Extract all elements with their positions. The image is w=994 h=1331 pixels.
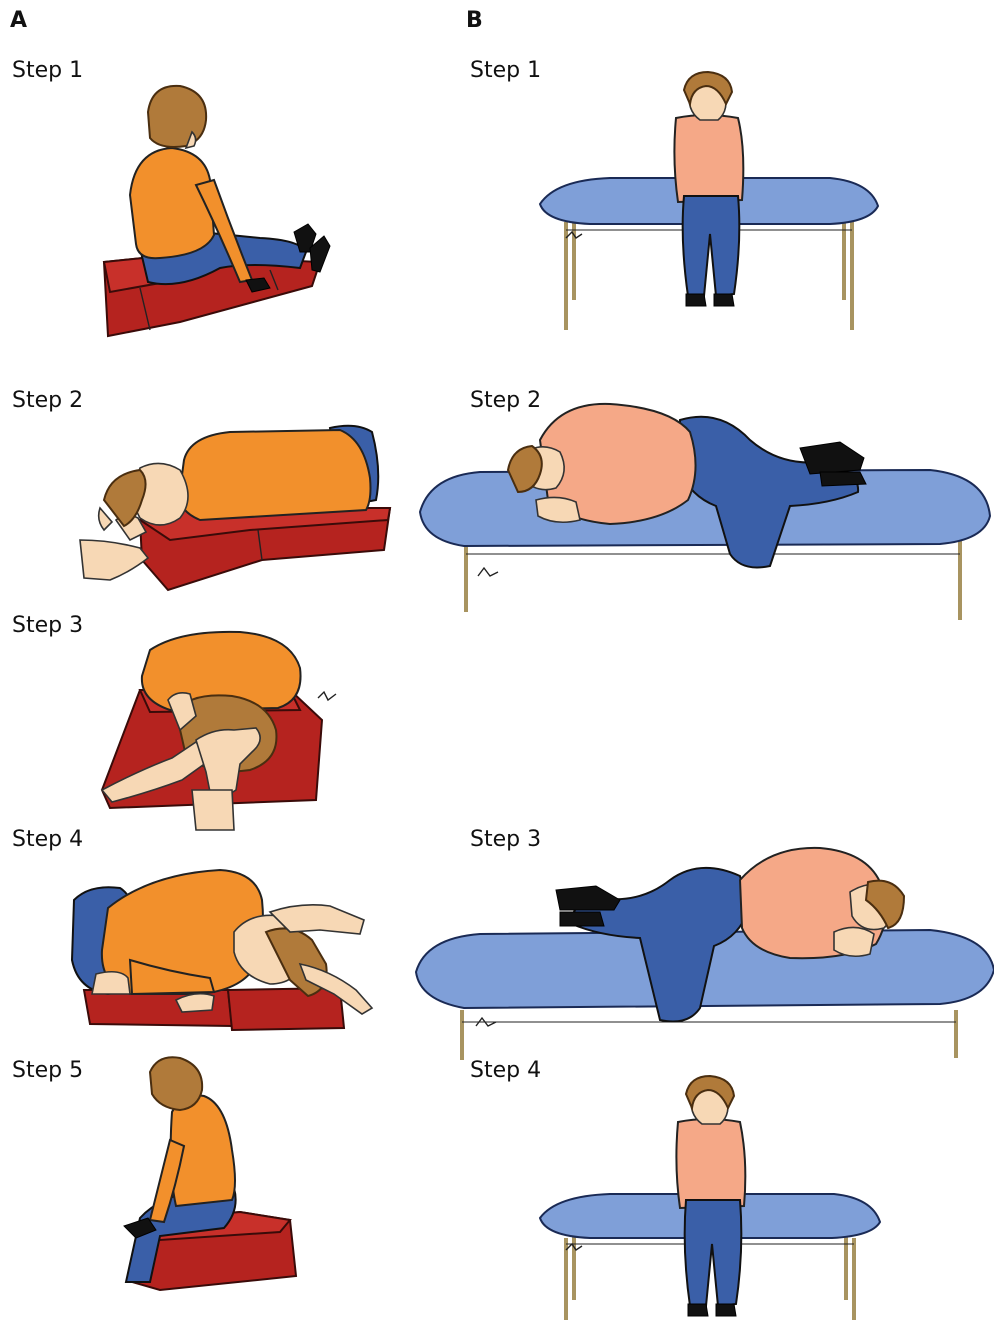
b-step-4-illustration	[540, 1076, 880, 1320]
b-step-2-illustration	[420, 404, 990, 620]
a-step-4-illustration	[72, 870, 372, 1030]
b-step-3-illustration	[416, 848, 994, 1060]
b-step-1-illustration	[540, 72, 878, 330]
a-step-2-illustration	[80, 426, 390, 590]
a-step-1-illustration	[104, 86, 330, 336]
a-step-5-illustration	[124, 1057, 296, 1290]
a-step-3-illustration	[102, 632, 336, 830]
